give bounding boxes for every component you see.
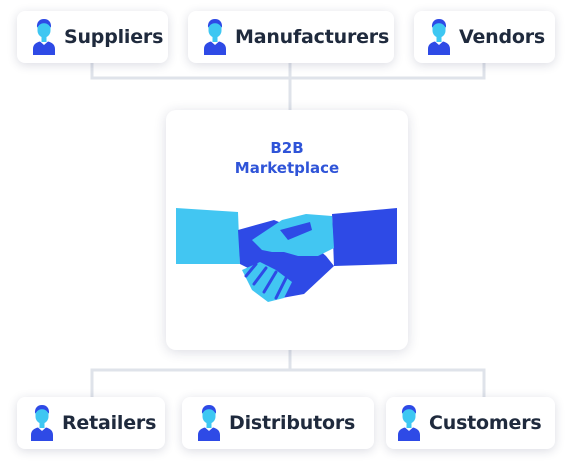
center-title: B2B Marketplace <box>166 138 408 178</box>
person-icon <box>196 405 222 441</box>
handshake-icon <box>176 208 397 302</box>
node-label: Suppliers <box>64 26 164 48</box>
node-label: Customers <box>429 412 542 434</box>
node-label: Retailers <box>62 412 157 434</box>
person-icon <box>396 405 422 441</box>
center-title-line2: Marketplace <box>234 159 340 177</box>
node-label: Vendors <box>459 26 546 48</box>
node-distributors: Distributors <box>182 397 374 449</box>
person-icon <box>29 405 55 441</box>
node-manufacturers: Manufacturers <box>188 11 394 63</box>
node-customers: Customers <box>386 397 555 449</box>
node-suppliers: Suppliers <box>17 11 168 63</box>
node-label: Manufacturers <box>235 26 390 48</box>
center-node-b2b-marketplace: B2B Marketplace <box>166 110 408 350</box>
node-label: Distributors <box>229 412 356 434</box>
person-icon <box>202 19 228 55</box>
node-vendors: Vendors <box>414 11 555 63</box>
center-title-line1: B2B <box>270 139 304 157</box>
node-retailers: Retailers <box>17 397 165 449</box>
person-icon <box>31 19 57 55</box>
person-icon <box>426 19 452 55</box>
